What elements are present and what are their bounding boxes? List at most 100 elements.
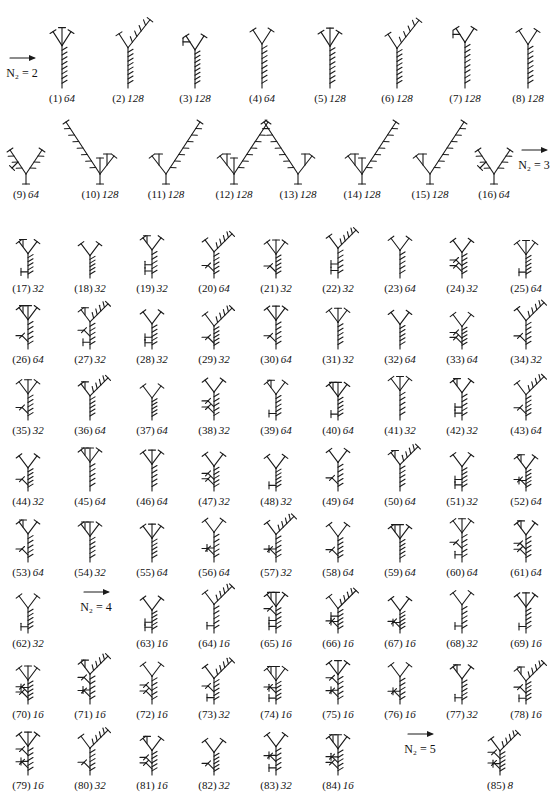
hatch-tick [338,626,343,629]
branch-line [391,665,400,677]
hatch-tick [99,379,100,385]
hatch-tick [152,399,157,402]
multiplicity: 128 [102,188,119,200]
figure-label: (82)32 [198,779,229,792]
hatch-tick [338,610,343,613]
arrow-group [522,147,548,153]
hatch-tick [509,734,510,740]
hatch-tick [462,262,467,265]
hatch-tick [400,257,405,260]
branch-line [321,32,330,46]
hatch-tick [227,584,228,590]
branch-line [202,685,208,686]
branch-line [331,690,338,691]
branch-line [84,330,90,336]
figure-number: (54) [74,566,92,578]
branch-line [275,240,276,254]
hatch-tick [278,525,279,531]
hatch-tick [400,687,405,690]
hatch-tick [400,623,405,626]
hatch-tick [90,483,95,486]
hatch-tick [330,57,335,60]
hatch-tick [338,750,343,753]
hatch-tick [214,606,219,609]
figure-number: (3) [179,92,192,104]
branch-line [270,756,276,762]
hatch-tick [28,554,33,557]
end-cap [454,622,455,629]
end-cap [388,597,394,601]
hatch-tick [262,46,267,49]
end-cap [158,384,164,388]
branch-line [329,236,338,248]
hatch-tick [28,697,33,700]
tree-figure [475,148,513,184]
hatch-tick [502,161,508,162]
hatch-tick [276,259,281,262]
hatch-tick [462,549,467,552]
multiplicity: 64 [405,566,416,578]
figure-label: (33)64 [446,353,477,366]
end-cap [140,596,146,600]
hatch-tick [462,480,467,483]
branch-line [267,456,276,468]
hatch-tick [152,484,157,487]
multiplicity: 128 [396,92,413,104]
end-cap [34,732,40,736]
hatch-tick [152,615,157,618]
hatch-tick [92,313,93,319]
multiplicity: 32 [95,353,106,365]
branch-line [22,762,28,768]
hatch-tick [400,540,405,543]
hatch-tick [462,399,467,402]
tree-figure [78,728,110,775]
figure-label: (35)32 [12,424,43,437]
hatch-tick [90,401,95,404]
branch-line [329,597,338,609]
branch-line [269,485,276,486]
tree-figure [453,26,477,88]
end-cap [326,661,332,665]
hatch-tick [152,266,157,269]
tree-figure [388,444,420,491]
hatch-tick [34,161,40,162]
hatch-tick [152,329,157,332]
hatch-tick [338,546,343,549]
hatch-tick [28,255,33,258]
branch-line [208,337,214,343]
hatch-tick [400,325,405,328]
hatch-tick [465,55,470,58]
multiplicity: 16 [157,637,168,649]
branch-line [462,667,471,679]
end-cap [96,522,102,526]
hatch-tick [227,232,228,238]
figure-label: (71)16 [74,708,105,721]
branch-line [337,382,338,396]
hatch-tick [276,332,281,335]
hatch-tick [338,469,343,472]
branch-line [143,664,152,676]
branch-line [146,685,152,691]
figure-number: (53) [12,566,30,578]
branch-line [456,266,462,272]
tree-figure [326,588,358,633]
tree-figure [140,736,164,775]
hatch-tick [400,397,405,400]
end-cap [206,545,207,552]
end-cap [388,663,394,667]
multiplicity: 32 [95,282,106,294]
hatch-tick [400,555,405,558]
hatch-tick [28,622,33,625]
hatched-branch [397,20,419,48]
hatch-tick [276,408,281,411]
hatched-branch [214,660,232,678]
figure-label: (23)64 [384,282,415,295]
hatch-tick [276,697,281,700]
end-cap [406,663,412,667]
tree-figure [450,665,474,704]
branch-line [83,689,90,690]
branch-line [143,386,152,398]
end-cap [268,592,275,593]
figure-number: (31) [322,353,340,365]
hatch-tick [152,342,157,345]
